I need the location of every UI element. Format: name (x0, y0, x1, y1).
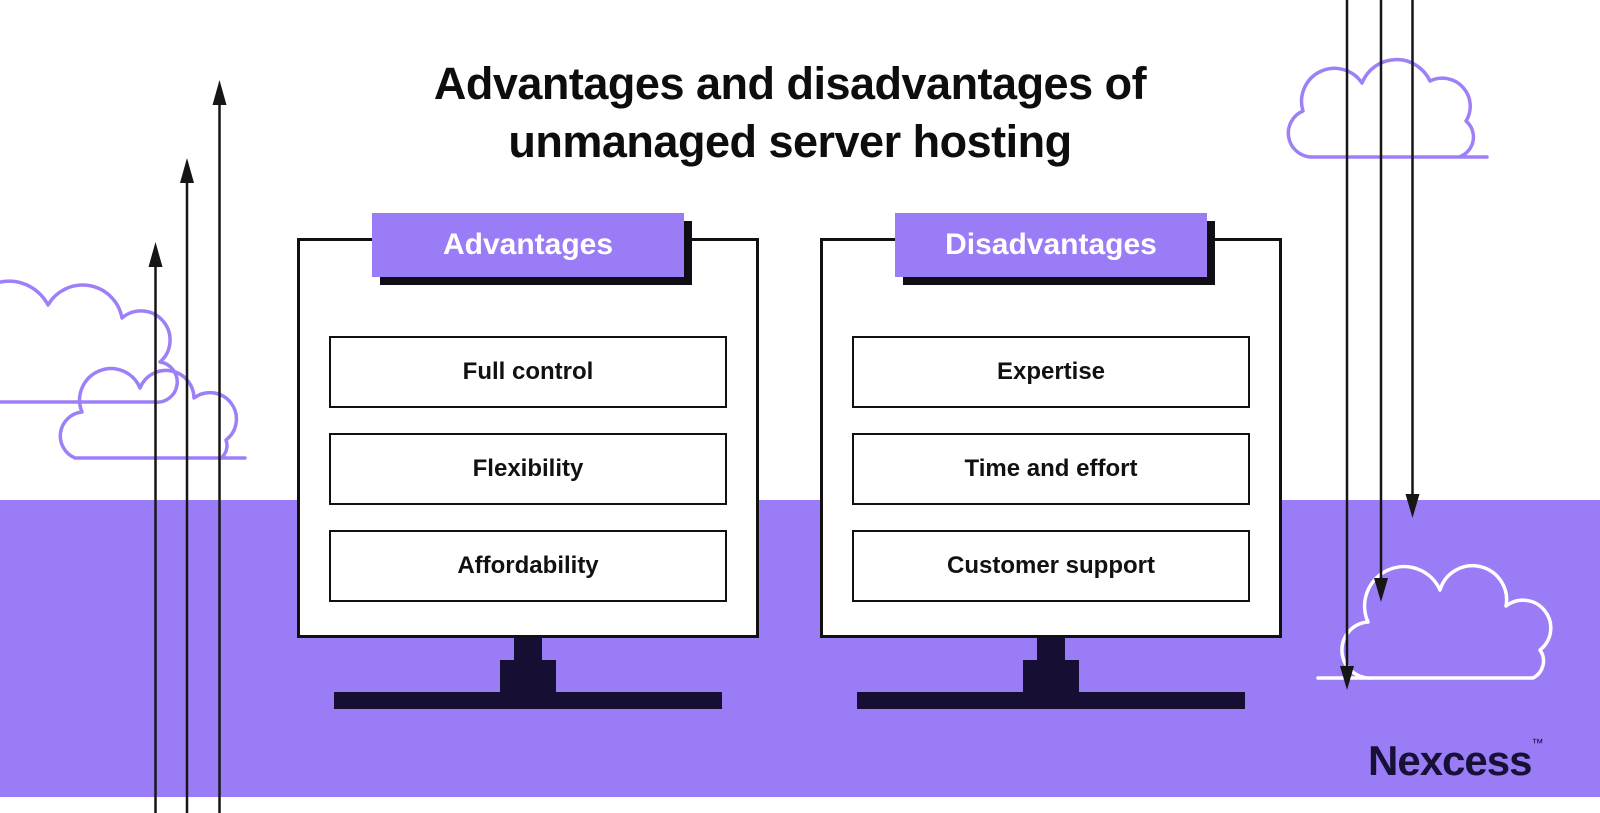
advantage-item-label: Full control (462, 358, 594, 385)
disadvantage-item-customer-support: Customer support (852, 530, 1250, 602)
disadvantage-item-label: Time and effort (964, 455, 1138, 482)
nexcess-logo: Nexcess™ (1368, 736, 1543, 785)
trademark-symbol: ™ (1531, 736, 1544, 750)
disadvantage-item-label: Expertise (996, 358, 1106, 385)
disadvantages-panel: Expertise Time and effort Customer suppo… (820, 238, 1282, 638)
monitor-stand-base (334, 692, 722, 709)
advantage-item-label: Affordability (457, 552, 599, 579)
monitor-stand-hub (1023, 660, 1079, 692)
cloud-icon-top-right (1286, 57, 1489, 159)
title-line-1: Advantages and disadvantages of (433, 58, 1147, 109)
monitor-stand-neck (1037, 638, 1065, 662)
advantage-item-full-control: Full control (329, 336, 727, 408)
advantages-header: Advantages (372, 213, 684, 277)
page-title: Advantages and disadvantages of unmanage… (350, 55, 1230, 170)
monitor-stand-hub (500, 660, 556, 692)
advantage-item-label: Flexibility (472, 455, 584, 482)
advantages-list: Full control Flexibility Affordability (300, 336, 756, 627)
disadvantages-list: Expertise Time and effort Customer suppo… (823, 336, 1279, 627)
monitor-stand-neck (514, 638, 542, 662)
nexcess-logo-text: Nexcess (1368, 737, 1532, 784)
advantage-item-flexibility: Flexibility (329, 433, 727, 505)
cloud-icon-left (0, 279, 247, 460)
monitor-stand-base (857, 692, 1245, 709)
advantage-item-affordability: Affordability (329, 530, 727, 602)
title-line-2: unmanaged server hosting (508, 115, 1072, 167)
advantages-panel: Full control Flexibility Affordability (297, 238, 759, 638)
disadvantage-item-expertise: Expertise (852, 336, 1250, 408)
disadvantage-item-time-and-effort: Time and effort (852, 433, 1250, 505)
disadvantage-item-label: Customer support (946, 552, 1155, 579)
purple-background (0, 500, 1600, 797)
disadvantages-header: Disadvantages (895, 213, 1207, 277)
